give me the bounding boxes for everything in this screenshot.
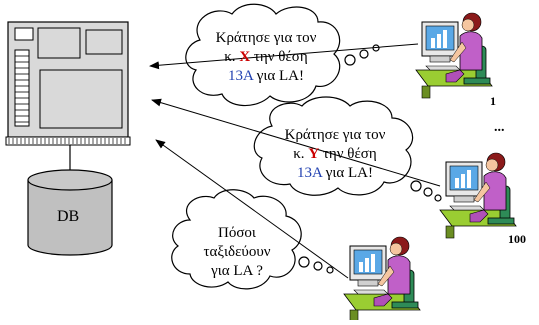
request-1-name: X	[239, 49, 251, 65]
database-icon	[27, 169, 113, 256]
user-workstation-3	[343, 236, 421, 323]
query-line2: ταξιδεύουν	[203, 244, 271, 260]
request-2-line2: κ. Y την θέση	[293, 146, 377, 162]
query-line1: Πόσοι	[218, 225, 256, 241]
request-bubble-2-text: Κράτησε για τον κ. Y την θέση 13A για LA…	[264, 126, 406, 183]
user-label-ellipsis: ...	[494, 120, 505, 135]
user-workstation-2	[439, 152, 517, 239]
database-label: DB	[57, 208, 80, 225]
request-2-line3: 13A για LA!	[296, 165, 374, 181]
request-bubble-1-text: Κράτησε για τον κ. X την θέση 13A για LA…	[196, 29, 336, 86]
arrow-request-1	[149, 43, 419, 70]
request-2-name: Y	[308, 146, 320, 162]
speech-bubble-2	[253, 96, 442, 202]
query-line3: για LA ?	[211, 263, 263, 279]
request-2-seat: 13A	[296, 165, 322, 181]
user-workstation-1	[415, 12, 493, 99]
request-1-line2: κ. X την θέση	[224, 49, 308, 65]
arrow-request-3	[155, 139, 349, 279]
request-1-line3: 13A για LA!	[227, 68, 305, 84]
speech-bubble-3	[171, 189, 334, 290]
request-1-line1: Κράτησε για τον	[215, 30, 317, 46]
query-bubble-text: Πόσοι ταξιδεύουν για LA ?	[180, 224, 294, 281]
request-2-line1: Κράτησε για τον	[284, 127, 386, 143]
user-label-first: 1	[490, 94, 496, 108]
server-icon	[5, 21, 131, 146]
request-1-seat: 13A	[227, 68, 253, 84]
user-label-last: 100	[508, 232, 526, 246]
arrow-request-2	[151, 98, 441, 187]
